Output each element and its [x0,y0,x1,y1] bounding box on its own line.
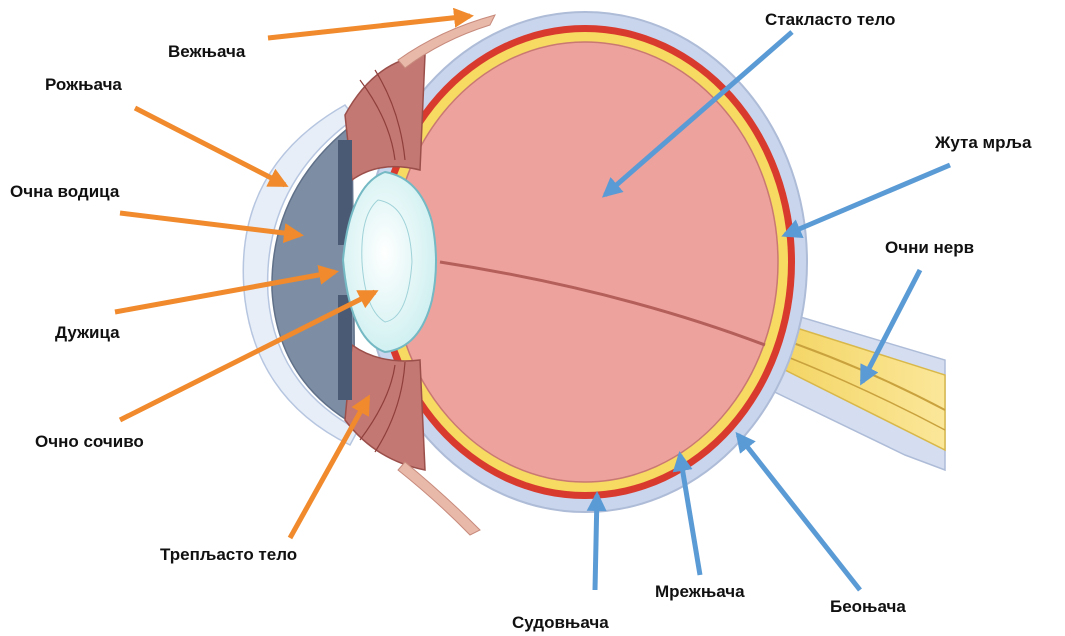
anterior-segment [243,55,436,470]
label-trepljasto-telo: Трепљасто тело [160,545,297,564]
label-zhuta-mrlja: Жута мрља [934,133,1032,152]
label-vezhnjacha: Вежњача [168,42,246,61]
label-ochno-sochivo: Очно сочиво [35,432,144,451]
ciliary-body-bottom [345,345,425,470]
label-mreznjacha: Мрежњача [655,582,745,601]
arrow-roznjacha [135,108,285,185]
label-staklasto-telo: Стакласто тело [765,10,895,29]
lens [343,172,436,352]
label-duzica: Дужица [55,323,120,342]
label-beonjacha: Беоњача [830,597,906,616]
arrow-vezhnjacha [268,16,470,38]
label-ochni-nerv: Очни нерв [885,238,974,257]
arrow-beonjacha [738,435,860,590]
ciliary-body-top [345,55,425,180]
label-ochna-vodica: Очна водица [10,182,120,201]
arrow-zhuta-mrlja [785,165,950,235]
vitreous-body [392,42,778,482]
label-roznjacha: Рожњача [45,75,122,94]
arrow-sudovnjacha [595,495,597,590]
label-sudovnjacha: Судовњача [512,613,609,632]
